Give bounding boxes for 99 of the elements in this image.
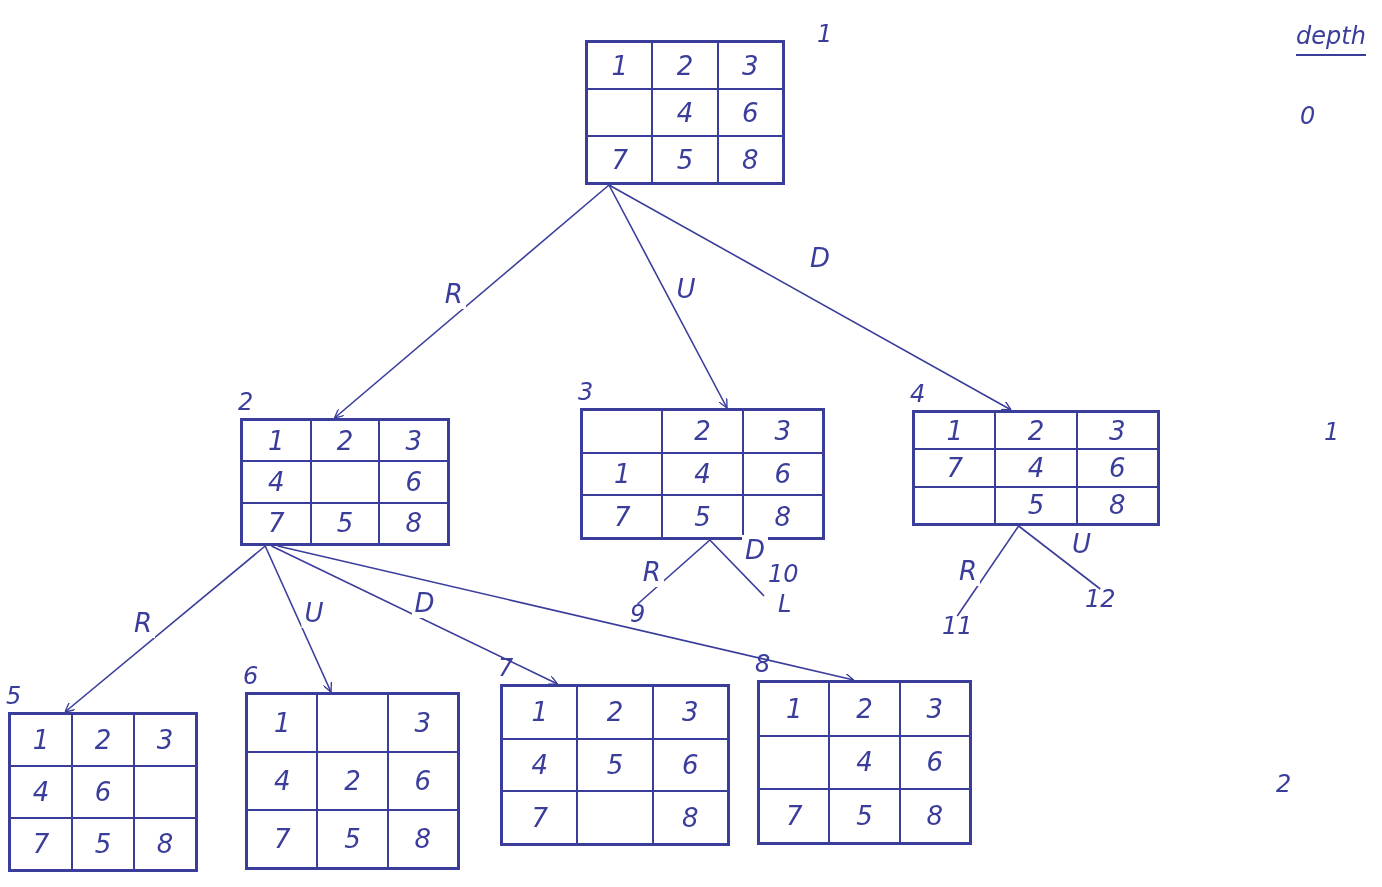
arrow — [608, 184, 1012, 411]
puzzle-tile: 8 — [717, 136, 783, 183]
puzzle-tile: 8 — [387, 810, 458, 868]
state-number: 5 — [6, 682, 22, 710]
puzzle-tile: 5 — [829, 789, 900, 843]
puzzle-tile: 1 — [10, 714, 72, 766]
puzzle-tile: 7 — [247, 810, 318, 868]
state-number: 7 — [498, 654, 514, 682]
puzzle-tile: 3 — [1076, 412, 1158, 450]
state-number: 1 — [817, 20, 833, 48]
empty-tile — [134, 766, 196, 818]
puzzle-tile: 7 — [587, 136, 653, 183]
puzzle-tile: 4 — [242, 461, 311, 503]
puzzle-tile: 4 — [247, 752, 318, 810]
puzzle-tile: 7 — [759, 789, 830, 843]
puzzle-tile: 7 — [582, 495, 663, 538]
state-number: 11 — [942, 612, 973, 640]
arrow — [270, 545, 559, 685]
state-number: 12 — [1085, 585, 1116, 613]
state-number: 10 — [768, 560, 799, 588]
empty-tile — [582, 410, 663, 453]
puzzle-tile: 7 — [502, 791, 578, 844]
puzzle-tile: 2 — [72, 714, 134, 766]
puzzle-tile: 6 — [652, 738, 728, 792]
puzzle-tile: 6 — [387, 752, 458, 810]
puzzle-tile: 8 — [134, 818, 196, 870]
puzzle-tile: 2 — [577, 686, 653, 739]
puzzle-tile: 8 — [899, 789, 970, 843]
arrow — [64, 545, 266, 713]
axis-title: depth — [1296, 22, 1366, 56]
empty-tile — [577, 791, 653, 844]
depth-number: 2 — [1276, 770, 1292, 798]
empty-tile — [914, 486, 996, 524]
puzzle-tile: 5 — [577, 738, 653, 792]
puzzle-tile: 5 — [652, 136, 718, 183]
puzzle-tile: 7 — [10, 818, 72, 870]
empty-tile — [310, 461, 380, 503]
puzzle-tile: 6 — [72, 766, 134, 818]
puzzle-tile: 5 — [317, 810, 388, 868]
puzzle-tile: 2 — [662, 410, 743, 453]
puzzle-tile: 6 — [899, 735, 970, 790]
state-number: 9 — [630, 600, 646, 628]
puzzle-tile: 8 — [379, 502, 448, 544]
note-mark: L — [778, 590, 792, 618]
puzzle-tile: 4 — [829, 735, 900, 790]
state-number: 2 — [238, 388, 254, 416]
state-number: 4 — [910, 380, 926, 408]
puzzle-tile: 1 — [759, 682, 830, 736]
puzzle-tile: 5 — [995, 486, 1077, 524]
puzzle-tile: 7 — [914, 449, 996, 487]
puzzle-tile: 1 — [587, 42, 653, 89]
depth-number: 0 — [1300, 102, 1316, 130]
puzzle-tile: 1 — [247, 694, 318, 752]
state-number: 8 — [755, 650, 771, 678]
puzzle-tile: 4 — [652, 89, 718, 136]
empty-tile — [317, 694, 388, 752]
puzzle-tile: 6 — [1076, 449, 1158, 487]
puzzle-tile: 1 — [914, 412, 996, 450]
arrow — [264, 545, 333, 693]
puzzle-tile: 6 — [717, 89, 783, 136]
puzzle-tile: 8 — [652, 791, 728, 844]
puzzle-tile: 6 — [742, 452, 823, 496]
puzzle-tile: 3 — [379, 420, 448, 462]
puzzle-tile: 4 — [662, 452, 743, 496]
puzzle-tile: 5 — [72, 818, 134, 870]
puzzle-tile: 4 — [995, 449, 1077, 487]
arrow — [333, 184, 610, 419]
connector-line — [956, 525, 1020, 617]
puzzle-tile: 2 — [995, 412, 1077, 450]
puzzle-tile: 3 — [387, 694, 458, 752]
puzzle-tile: 2 — [829, 682, 900, 736]
arrow — [608, 184, 728, 409]
state-number: 3 — [578, 378, 594, 406]
puzzle-tile: 2 — [310, 420, 380, 462]
puzzle-tile: 3 — [652, 686, 728, 739]
puzzle-tile: 3 — [742, 410, 823, 453]
puzzle-tile: 4 — [10, 766, 72, 818]
puzzle-tile: 2 — [652, 42, 718, 89]
puzzle-tile: 7 — [242, 502, 311, 544]
puzzle-tile: 1 — [242, 420, 311, 462]
connector-line — [709, 539, 765, 597]
state-number: 6 — [243, 662, 259, 690]
puzzle-tile: 6 — [379, 461, 448, 503]
empty-tile — [587, 89, 653, 136]
connector-line — [636, 539, 711, 605]
puzzle-tile: 3 — [134, 714, 196, 766]
puzzle-tile: 4 — [502, 738, 578, 792]
puzzle-tile: 2 — [317, 752, 388, 810]
puzzle-tile: 1 — [582, 452, 663, 496]
depth-number: 1 — [1324, 418, 1340, 446]
puzzle-tile: 3 — [899, 682, 970, 736]
puzzle-tile: 8 — [1076, 486, 1158, 524]
connector-line — [1017, 525, 1102, 590]
arrow — [277, 545, 855, 683]
puzzle-tile: 5 — [310, 502, 380, 544]
puzzle-tile: 3 — [717, 42, 783, 89]
empty-tile — [759, 735, 830, 790]
puzzle-tile: 1 — [502, 686, 578, 739]
puzzle-tile: 5 — [662, 495, 743, 538]
